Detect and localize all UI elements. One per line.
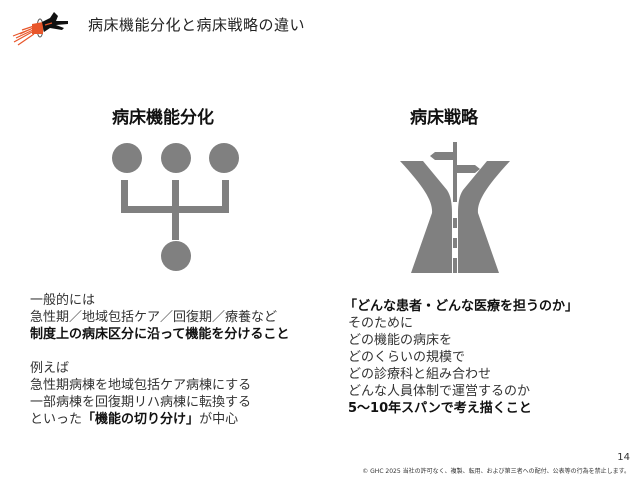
left-heading: 病床機能分化 — [112, 108, 214, 128]
right-line-1: 「どんな患者・どんな医療を担うのか」 — [344, 299, 579, 314]
example-line-2: 急性期病棟を地域包括ケア病棟にする — [30, 378, 252, 393]
road-signpost-icon — [400, 142, 510, 273]
right-line-3: どの機能の病床を — [348, 333, 453, 348]
right-description: 「どんな患者・どんな医療を担うのか」 そのために どの機能の病床を どのくらいの… — [344, 298, 578, 417]
example-line-1: 例えば — [30, 361, 70, 376]
fox-mascot-logo-icon — [12, 12, 68, 46]
left-description: 一般的には 急性期／地域包括ケア／回復期／療養など 制度上の病床区分に沿って機能… — [30, 292, 289, 428]
left-line-2: 急性期／地域包括ケア／回復期／療養など — [30, 310, 278, 325]
highlight-phrase: 機能の切り分け — [95, 412, 187, 427]
page-number: 14 — [617, 452, 630, 463]
example-line-3: 一部病棟を回復期リハ病棟に転換する — [30, 395, 252, 410]
example-line-4: といった「機能の切り分け」が中心 — [30, 411, 289, 428]
converge-nodes-icon — [112, 143, 239, 271]
copyright-notice: © GHC 2025 当社の許可なく、複製、転用、および第三者への配付、公表等の… — [362, 468, 630, 475]
page-title: 病床機能分化と病床戦略の違い — [88, 16, 306, 34]
right-line-2: そのために — [348, 316, 414, 331]
right-heading: 病床戦略 — [410, 108, 478, 128]
right-line-5: どの診療科と組み合わせ — [348, 367, 492, 382]
close-bracket: 」 — [186, 412, 200, 427]
right-line-7: 5〜10年スパンで考え描くこと — [348, 401, 532, 416]
left-line-3: 制度上の病床区分に沿って機能を分けること — [30, 327, 290, 342]
right-line-4: どのくらいの規模で — [348, 350, 466, 365]
last-line-prefix: といった — [30, 412, 83, 427]
open-bracket: 「 — [82, 412, 96, 427]
last-line-suffix: が中心 — [199, 412, 239, 427]
left-line-1: 一般的には — [30, 293, 96, 308]
right-line-6: どんな人員体制で運営するのか — [348, 384, 531, 399]
